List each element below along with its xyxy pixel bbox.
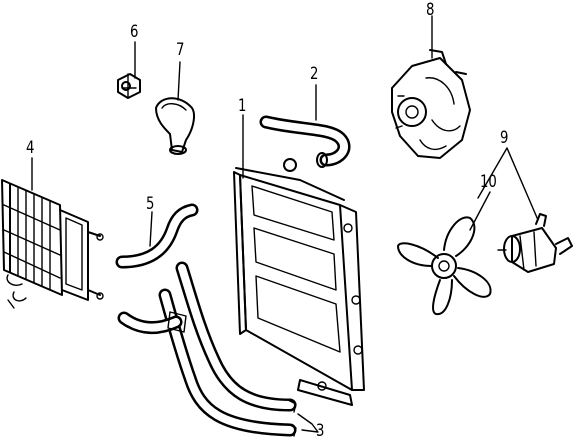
water-outlet-illustration [155,97,195,155]
water-pump-illustration [391,49,471,159]
bypass-hose-illustration [115,203,199,269]
callout-bypass-hose: 5 [146,194,155,214]
upper-hose-illustration [259,115,351,168]
callout-water-outlet: 7 [176,40,185,60]
callout-thermo-switch: 6 [130,22,139,42]
callout-radiator: 1 [238,96,247,116]
callout-upper-hose: 2 [310,64,319,84]
fan-motor-illustration [497,213,573,273]
oil-cooler-illustration [1,179,104,309]
fan-blade-illustration [397,216,492,316]
callout-fan-blade: 10 [480,172,497,192]
lower-hoses-illustration [117,261,297,437]
thermo-switch-illustration [117,73,141,99]
callout-oil-cooler: 4 [26,138,35,158]
radiator-illustration [233,158,365,406]
callout-fan-motor: 9 [500,128,509,148]
callout-water-pump: 8 [426,0,435,20]
leader-lines [31,15,539,433]
callout-lower-hoses: 3 [316,421,325,441]
